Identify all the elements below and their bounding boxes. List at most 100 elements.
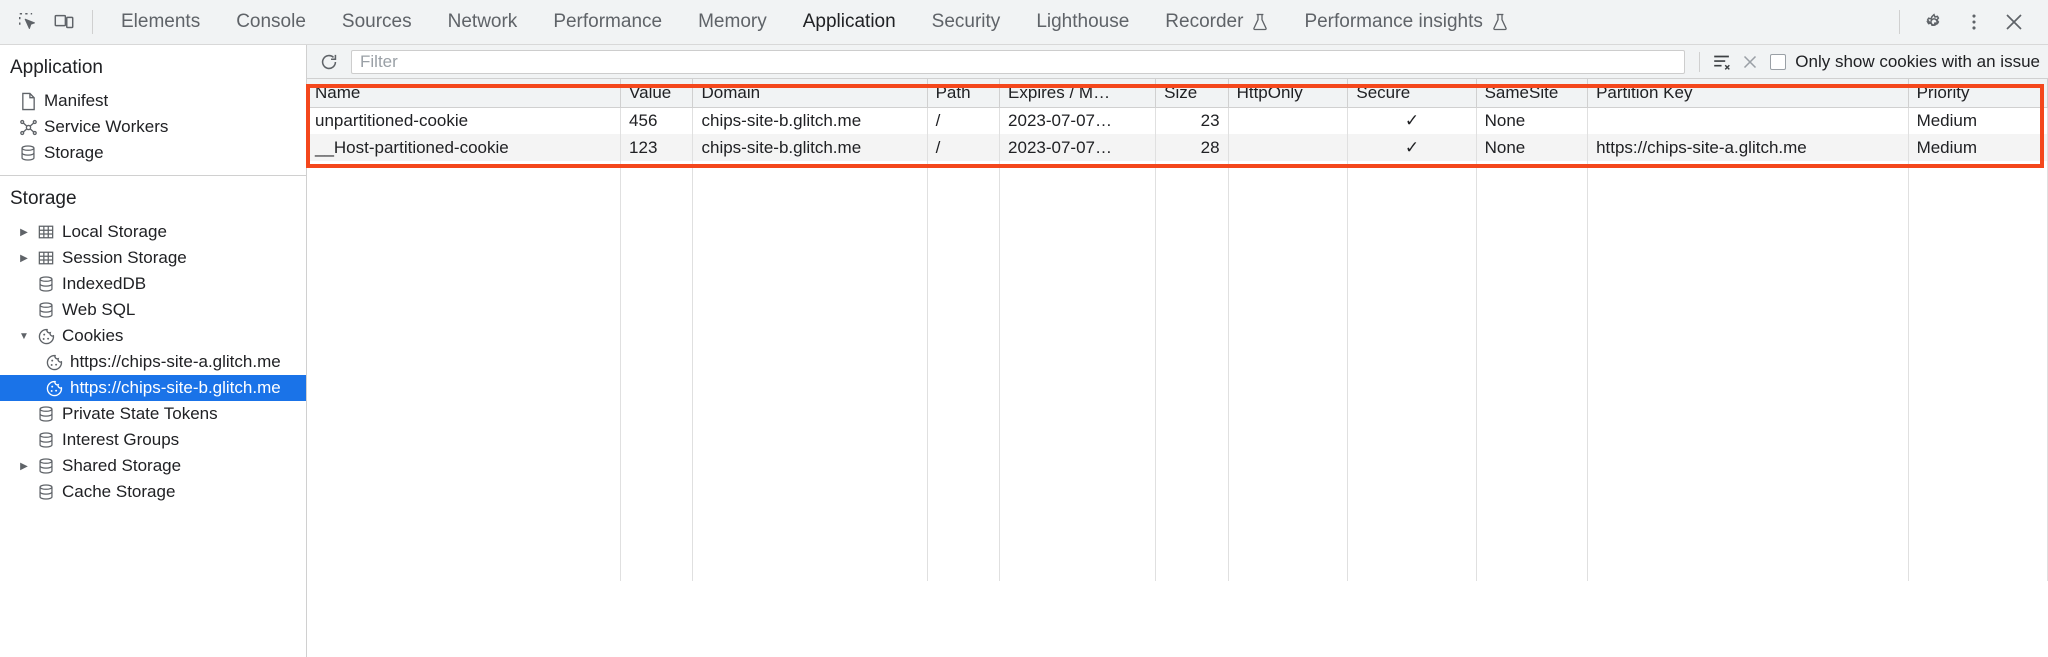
cell-domain: chips-site-b.glitch.me — [692, 107, 928, 134]
tab-application[interactable]: Application — [802, 11, 896, 32]
toolbar-divider — [1899, 10, 1900, 34]
cell-path: / — [927, 134, 1001, 161]
inspect-element-icon[interactable] — [10, 4, 46, 40]
tab-sources[interactable]: Sources — [341, 11, 412, 32]
column-header-name[interactable]: Name — [307, 79, 622, 108]
chevron-down-icon[interactable]: ▼ — [19, 330, 29, 342]
database-icon — [34, 431, 58, 449]
sidebar-item-label: Storage — [44, 143, 104, 162]
empty-cell — [1155, 161, 1229, 581]
sidebar-item-cookies[interactable]: ▼ Cookies — [0, 323, 306, 349]
only-issues-checkbox-row[interactable]: Only show cookies with an issue — [1770, 52, 2040, 72]
chevron-right-icon[interactable]: ▶ — [20, 226, 28, 238]
tab-performance-insights[interactable]: Performance insights — [1286, 0, 1525, 44]
empty-cell — [1908, 161, 2048, 581]
tab-elements[interactable]: Elements — [121, 11, 201, 32]
column-header-value[interactable]: Value — [620, 79, 694, 108]
sidebar-item-label: Manifest — [44, 91, 109, 110]
database-icon — [34, 301, 58, 319]
close-icon[interactable] — [1994, 2, 2034, 42]
sidebar-item-local-storage[interactable]: ▶ Local Storage — [0, 219, 306, 245]
cell-secure: ✓ — [1347, 134, 1477, 161]
cell-size: 28 — [1155, 134, 1229, 161]
cell-httponly — [1228, 134, 1349, 161]
column-header-expires[interactable]: Expires / M… — [999, 79, 1157, 108]
empty-cell — [1347, 161, 1477, 581]
database-icon — [16, 144, 40, 162]
sidebar-item-indexeddb[interactable]: IndexedDB — [0, 271, 306, 297]
more-vertical-icon[interactable] — [1954, 2, 1994, 42]
manifest-file-icon — [16, 92, 40, 111]
cookie-icon — [34, 327, 58, 346]
tab-network[interactable]: Network — [447, 11, 518, 32]
cell-size: 23 — [1155, 107, 1229, 134]
clear-all-cookies-icon[interactable] — [1736, 48, 1764, 76]
filterbar-divider — [1699, 51, 1701, 72]
empty-cell — [999, 161, 1157, 581]
sidebar-item-shared-storage[interactable]: ▶ Shared Storage — [0, 453, 306, 479]
device-toolbar-icon[interactable] — [46, 4, 82, 40]
sidebar-item-web-sql[interactable]: Web SQL — [0, 297, 306, 323]
sidebar-item-label: Local Storage — [62, 222, 167, 241]
sidebar-item-label: Cookies — [62, 326, 124, 345]
tab-recorder[interactable]: Recorder — [1147, 0, 1286, 44]
sidebar-item-private-state-tokens[interactable]: Private State Tokens — [0, 401, 306, 427]
column-header-secure[interactable]: Secure — [1347, 79, 1477, 108]
database-icon — [34, 457, 58, 475]
sidebar-item-session-storage[interactable]: ▶ Session Storage — [0, 245, 306, 271]
sidebar-item-label: IndexedDB — [62, 274, 147, 293]
cookies-filter-toolbar: Filter Only show cookies with an — [307, 45, 2048, 79]
sidebar-item-label: Cache Storage — [62, 482, 176, 501]
cell-expires: 2023-07-07… — [999, 134, 1157, 161]
empty-cell — [1476, 161, 1589, 581]
panel-tabs: Elements Console Sources Network Perform… — [103, 0, 1526, 44]
column-header-size[interactable]: Size — [1155, 79, 1229, 108]
sidebar-item-cache-storage[interactable]: Cache Storage — [0, 479, 306, 505]
cookie-icon — [42, 353, 66, 372]
devtools-body: Application Manifest — [0, 45, 2048, 657]
sidebar-item-storage[interactable]: Storage — [0, 140, 306, 166]
clear-filtered-cookies-icon[interactable] — [1708, 48, 1736, 76]
tab-lighthouse[interactable]: Lighthouse — [1036, 11, 1130, 32]
sidebar-item-service-workers[interactable]: Service Workers — [0, 114, 306, 140]
filter-input[interactable]: Filter — [351, 49, 1686, 74]
devtools-tabbar: Elements Console Sources Network Perform… — [0, 0, 2048, 45]
tab-security[interactable]: Security — [931, 11, 1001, 32]
tab-performance[interactable]: Performance — [553, 11, 663, 32]
sidebar-item-label: Session Storage — [62, 248, 187, 267]
gear-icon[interactable] — [1914, 2, 1954, 42]
column-header-partition-key[interactable]: Partition Key — [1587, 79, 1909, 108]
empty-cell — [620, 161, 694, 581]
table-row[interactable]: __Host-partitioned-cookie 123 chips-site… — [307, 134, 2048, 161]
sidebar-divider — [0, 175, 306, 176]
chevron-right-icon[interactable]: ▶ — [20, 252, 28, 264]
chevron-right-icon[interactable]: ▶ — [20, 460, 28, 472]
refresh-icon[interactable] — [315, 48, 343, 76]
sidebar-item-cookies-site-b[interactable]: https://chips-site-b.glitch.me — [0, 375, 306, 401]
sidebar-item-cookies-site-a[interactable]: https://chips-site-a.glitch.me — [0, 349, 306, 375]
only-issues-checkbox[interactable] — [1770, 53, 1787, 70]
table-empty-area — [307, 161, 2048, 581]
cookies-table: Name Value Domain Path Expires / M… Size… — [307, 79, 2048, 581]
sidebar-item-manifest[interactable]: Manifest — [0, 88, 306, 114]
table-row[interactable]: unpartitioned-cookie 456 chips-site-b.gl… — [307, 107, 2048, 134]
empty-cell — [692, 161, 928, 581]
column-header-domain[interactable]: Domain — [692, 79, 928, 108]
column-header-path[interactable]: Path — [927, 79, 1001, 108]
application-section-title: Application — [10, 57, 103, 78]
cell-value: 123 — [620, 134, 694, 161]
empty-cell — [307, 161, 622, 581]
column-header-samesite[interactable]: SameSite — [1476, 79, 1589, 108]
empty-cell — [1587, 161, 1909, 581]
cell-httponly — [1228, 107, 1349, 134]
tab-memory[interactable]: Memory — [698, 11, 767, 32]
table-icon — [34, 223, 58, 241]
application-section: Application Manifest — [0, 45, 306, 176]
sidebar-item-interest-groups[interactable]: Interest Groups — [0, 427, 306, 453]
column-header-priority[interactable]: Priority — [1908, 79, 2048, 108]
column-header-httponly[interactable]: HttpOnly — [1228, 79, 1349, 108]
cell-domain: chips-site-b.glitch.me — [692, 134, 928, 161]
only-issues-label: Only show cookies with an issue — [1795, 51, 2040, 71]
tab-console[interactable]: Console — [236, 11, 306, 32]
